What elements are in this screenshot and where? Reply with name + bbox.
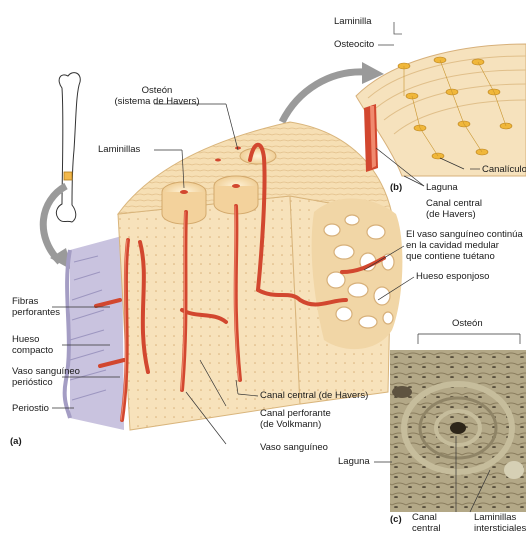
label-laminillas-int-line2: intersticiales: [474, 523, 526, 534]
spongy-bone: [312, 199, 403, 350]
panel-c-micrograph: [390, 350, 526, 512]
label-canal-central-b: Canal central (de Havers): [426, 198, 482, 220]
label-osteon-line1: Osteón: [104, 85, 210, 96]
zoom-arrow-right: [282, 72, 366, 122]
label-canal-central-havers: Canal central (de Havers): [260, 390, 368, 401]
periosteum: [65, 236, 124, 430]
label-laminillas-intersticiales: Laminillas intersticiales: [474, 512, 526, 534]
label-canal-central-c-line1: Canal: [412, 512, 441, 523]
label-hueso-line1: Hueso: [12, 334, 53, 345]
label-periostio: Periostio: [12, 403, 49, 414]
label-canal-central-c: Canal central: [412, 512, 441, 534]
label-canal-central-c-line2: central: [412, 523, 441, 534]
label-hueso-line2: compacto: [12, 345, 53, 356]
label-laminilla: Laminilla: [334, 16, 372, 27]
label-canal-perforante: Canal perforante (de Volkmann): [260, 408, 331, 430]
long-bone-icon: [56, 73, 80, 222]
label-canal-central-b-line2: (de Havers): [426, 209, 482, 220]
label-canal-perforante-line2: (de Volkmann): [260, 419, 331, 430]
label-osteocito: Osteocito: [334, 39, 374, 50]
label-vaso-continua: El vaso sanguíneo continúa en la cavidad…: [406, 229, 523, 262]
label-vaso-continua-line1: El vaso sanguíneo continúa: [406, 229, 523, 240]
label-laguna-c: Laguna: [338, 456, 370, 467]
label-vaso-sanguineo: Vaso sanguíneo: [260, 442, 328, 453]
label-vaso-perio-line2: perióstico: [12, 377, 80, 388]
label-osteon-c: Osteón: [452, 318, 483, 329]
panel-b-label: (b): [390, 182, 402, 193]
label-hueso-compacto: Hueso compacto: [12, 334, 53, 356]
label-canal-central-b-line1: Canal central: [426, 198, 482, 209]
panel-c-label: (c): [390, 514, 402, 525]
label-vaso-perio-line1: Vaso sanguíneo: [12, 366, 80, 377]
label-osteon-line2: (sistema de Havers): [104, 96, 210, 107]
label-fibras-line2: perforantes: [12, 307, 60, 318]
label-fibras-perforantes: Fibras perforantes: [12, 296, 60, 318]
label-vaso-continua-line2: en la cavidad medular: [406, 240, 523, 251]
label-canal-perforante-line1: Canal perforante: [260, 408, 331, 419]
label-laminillas-int-line1: Laminillas: [474, 512, 526, 523]
label-canaliculo: Canalículo: [482, 164, 526, 175]
label-laguna-b: Laguna: [426, 182, 458, 193]
label-vaso-periostico: Vaso sanguíneo perióstico: [12, 366, 80, 388]
label-laminillas: Laminillas: [98, 144, 140, 155]
label-hueso-esponjoso: Hueso esponjoso: [416, 271, 489, 282]
label-vaso-continua-line3: que contiene tuétano: [406, 251, 523, 262]
panel-a-label: (a): [10, 436, 22, 447]
label-fibras-line1: Fibras: [12, 296, 60, 307]
label-osteon-sistema: Osteón (sistema de Havers): [104, 85, 210, 107]
